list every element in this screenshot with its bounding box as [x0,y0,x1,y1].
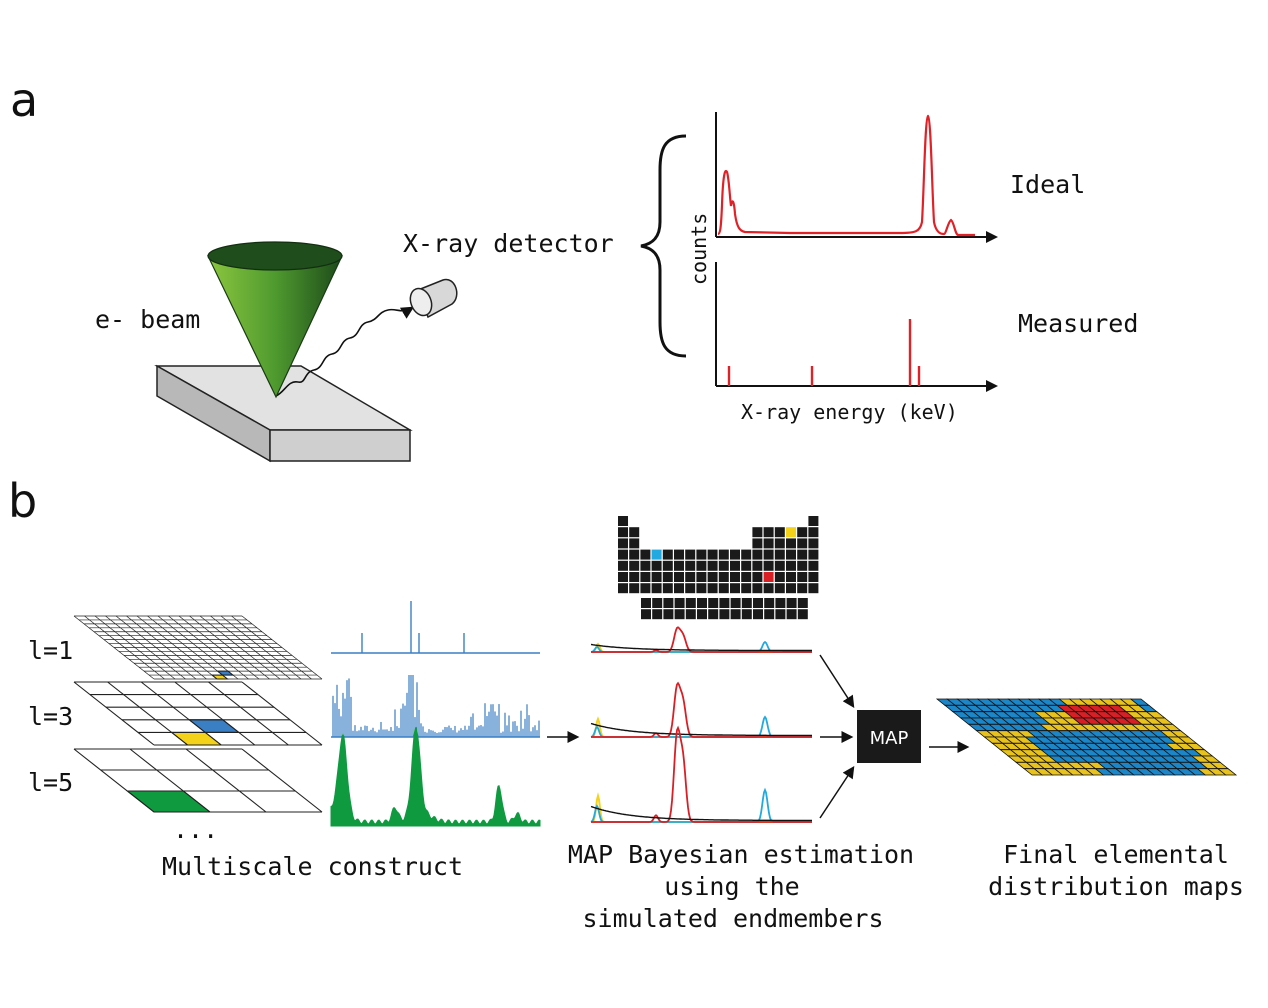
ellipsis: ... [173,815,218,844]
panel-a-letter: a [10,73,38,127]
ideal-label: Ideal [1010,170,1085,199]
measured-spectrum-lines [727,319,921,386]
beam-label: e- beam [95,305,200,334]
panel-b-letter: b [8,474,37,528]
final-elemental-map [935,698,1238,776]
smooth-spectrum-level-5 [330,726,541,827]
arrow-bottom-to-map [819,765,855,819]
map-estimation-label-line-3: simulated endmembers [582,904,883,933]
periodic-table-icon [618,516,819,620]
ideal-spectrum-curve [717,114,975,237]
map-estimation-label-line-2: using the [664,872,799,901]
noisy-spectrum-level-3 [331,675,540,738]
multiscale-label: Multiscale construct [162,852,463,881]
energy-axis-label: X-ray energy (keV) [741,400,958,424]
map-box-label: MAP [870,728,909,749]
grid-level-5 [73,748,323,813]
grid-level-1 [73,615,323,680]
sparse-spectrum-level-1 [331,601,540,654]
xray-signal-path [275,306,415,397]
level-label-5: l=5 [28,768,73,797]
sample-block [154,364,413,463]
ideal-spectrum-axes [715,112,998,243]
measured-spectrum-axes [715,262,998,392]
spectra-brace [640,134,687,358]
level-label-1: l=1 [28,636,73,665]
map-box [857,710,921,763]
detector-label: X-ray detector [403,229,614,258]
level-label-3: l=3 [28,702,73,731]
endmember-spectra [590,626,812,823]
map-estimation-label-line-1: MAP Bayesian estimation [568,840,914,869]
measured-label: Measured [1018,309,1138,338]
final-map-label-line-2: distribution maps [988,872,1244,901]
counts-axis-label: counts [687,213,711,285]
grid-level-3 [73,681,323,746]
xray-detector-icon [409,278,458,319]
arrow-top-to-map [819,654,855,709]
electron-beam-cone [207,241,343,399]
final-map-label-line-1: Final elemental [1003,840,1229,869]
